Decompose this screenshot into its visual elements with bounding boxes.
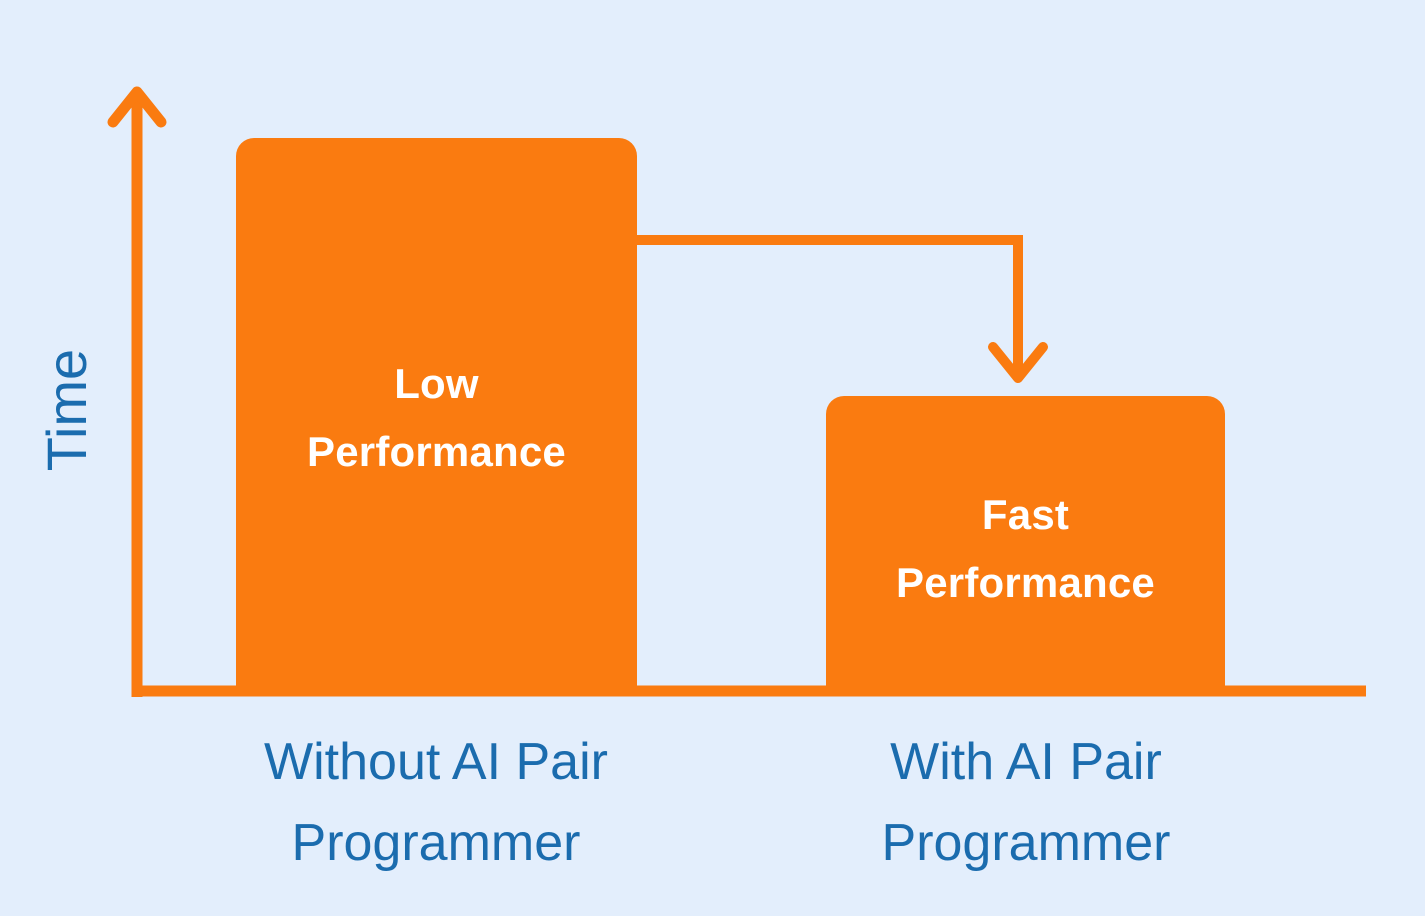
bar-with-ai[interactable] xyxy=(826,396,1225,691)
bar-without-ai[interactable] xyxy=(236,138,637,691)
category-label-without-ai: Without AI Pair Programmer xyxy=(264,733,608,872)
connector-arrow-head-icon xyxy=(988,342,1048,383)
category-label-with-ai: With AI Pair Programmer xyxy=(881,733,1171,872)
arrow-up-icon xyxy=(107,86,167,128)
arrow-down-elbow-icon xyxy=(637,235,1023,372)
y-axis-title: Time xyxy=(35,348,98,472)
